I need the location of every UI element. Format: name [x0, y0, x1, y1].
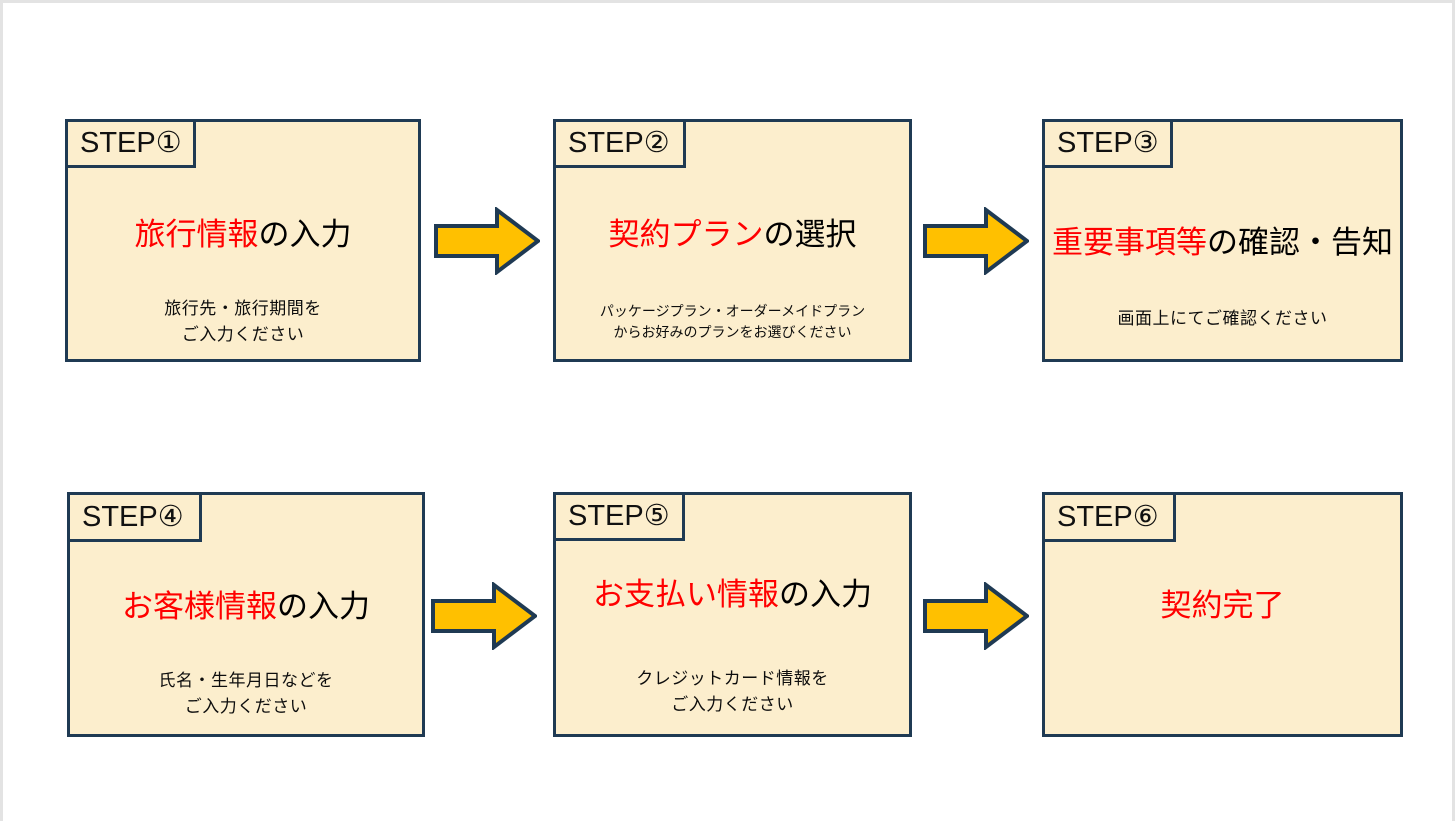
step-card-4-title-highlight: お客様情報 [122, 589, 277, 625]
step-card-3-title-rest: の確認・告知 [1207, 225, 1393, 261]
right-block-arrow-icon [434, 207, 540, 275]
step-card-5-title: お支払い情報の入力 [593, 577, 872, 614]
step-card-4[interactable]: お客様情報の入力 氏名・生年月日などを ご入力ください STEP④ [67, 492, 425, 737]
step-card-5[interactable]: お支払い情報の入力 クレジットカード情報を ご入力ください STEP⑤ [553, 492, 912, 737]
step-card-3[interactable]: 重要事項等の確認・告知 画面上にてご確認ください STEP③ [1042, 119, 1403, 362]
step-card-1-subtitle: 旅行先・旅行期間を ご入力ください [164, 298, 322, 345]
step-card-3-body: 重要事項等の確認・告知 画面上にてご確認ください [1045, 122, 1400, 359]
step-card-6-body: 契約完了 [1045, 495, 1400, 734]
right-block-arrow-icon [923, 582, 1029, 650]
step-card-3-badge: STEP③ [1042, 119, 1173, 168]
step-card-1-title: 旅行情報の入力 [134, 217, 352, 254]
step-card-1-badge: STEP① [65, 119, 196, 168]
right-block-arrow-icon [431, 582, 537, 650]
arrow-step2-step3 [923, 207, 1029, 275]
step-card-5-title-rest: の入力 [779, 577, 872, 613]
step-card-1-body: 旅行情報の入力 旅行先・旅行期間を ご入力ください [68, 122, 418, 359]
step-card-2-title-rest: の選択 [763, 217, 857, 253]
step-card-4-badge: STEP④ [67, 492, 202, 542]
step-card-2-title-highlight: 契約プラン [608, 217, 764, 253]
step-card-3-title-highlight: 重要事項等 [1052, 225, 1207, 261]
right-block-arrow-icon [923, 207, 1029, 275]
step-card-6[interactable]: 契約完了 STEP⑥ [1042, 492, 1403, 737]
step-card-1-title-rest: の入力 [258, 217, 352, 253]
step-card-4-body: お客様情報の入力 氏名・生年月日などを ご入力ください [70, 495, 422, 734]
step-card-2-badge: STEP② [553, 119, 686, 168]
step-card-6-title: 契約完了 [1160, 588, 1285, 625]
arrow-step4-step5 [431, 582, 537, 650]
arrow-step1-step2 [434, 207, 540, 275]
arrow-step5-step6 [923, 582, 1029, 650]
step-card-2[interactable]: 契約プランの選択 パッケージプラン・オーダーメイドプラン からお好みのプランをお… [553, 119, 912, 362]
step-card-1[interactable]: 旅行情報の入力 旅行先・旅行期間を ご入力ください STEP① [65, 119, 421, 362]
step-card-3-title: 重要事項等の確認・告知 [1052, 225, 1393, 262]
step-card-2-body: 契約プランの選択 パッケージプラン・オーダーメイドプラン からお好みのプランをお… [556, 122, 909, 359]
step-card-5-body: お支払い情報の入力 クレジットカード情報を ご入力ください [556, 495, 909, 734]
step-card-5-subtitle: クレジットカード情報を ご入力ください [636, 668, 829, 715]
step-card-6-title-highlight: 契約完了 [1160, 588, 1285, 624]
step-card-4-subtitle: 氏名・生年月日などを ご入力ください [158, 670, 334, 717]
step-card-1-title-highlight: 旅行情報 [134, 217, 259, 253]
step-card-5-title-highlight: お支払い情報 [593, 577, 779, 613]
step-card-4-title-rest: の入力 [277, 589, 370, 625]
step-card-2-subtitle: パッケージプラン・オーダーメイドプラン からお好みのプランをお選びください [599, 303, 866, 341]
step-card-4-title: お客様情報の入力 [122, 589, 370, 626]
step-card-6-badge: STEP⑥ [1042, 492, 1176, 542]
step-card-5-badge: STEP⑤ [553, 492, 685, 541]
step-card-2-title: 契約プランの選択 [608, 217, 857, 254]
step-card-3-subtitle: 画面上にてご確認ください [1117, 308, 1328, 329]
